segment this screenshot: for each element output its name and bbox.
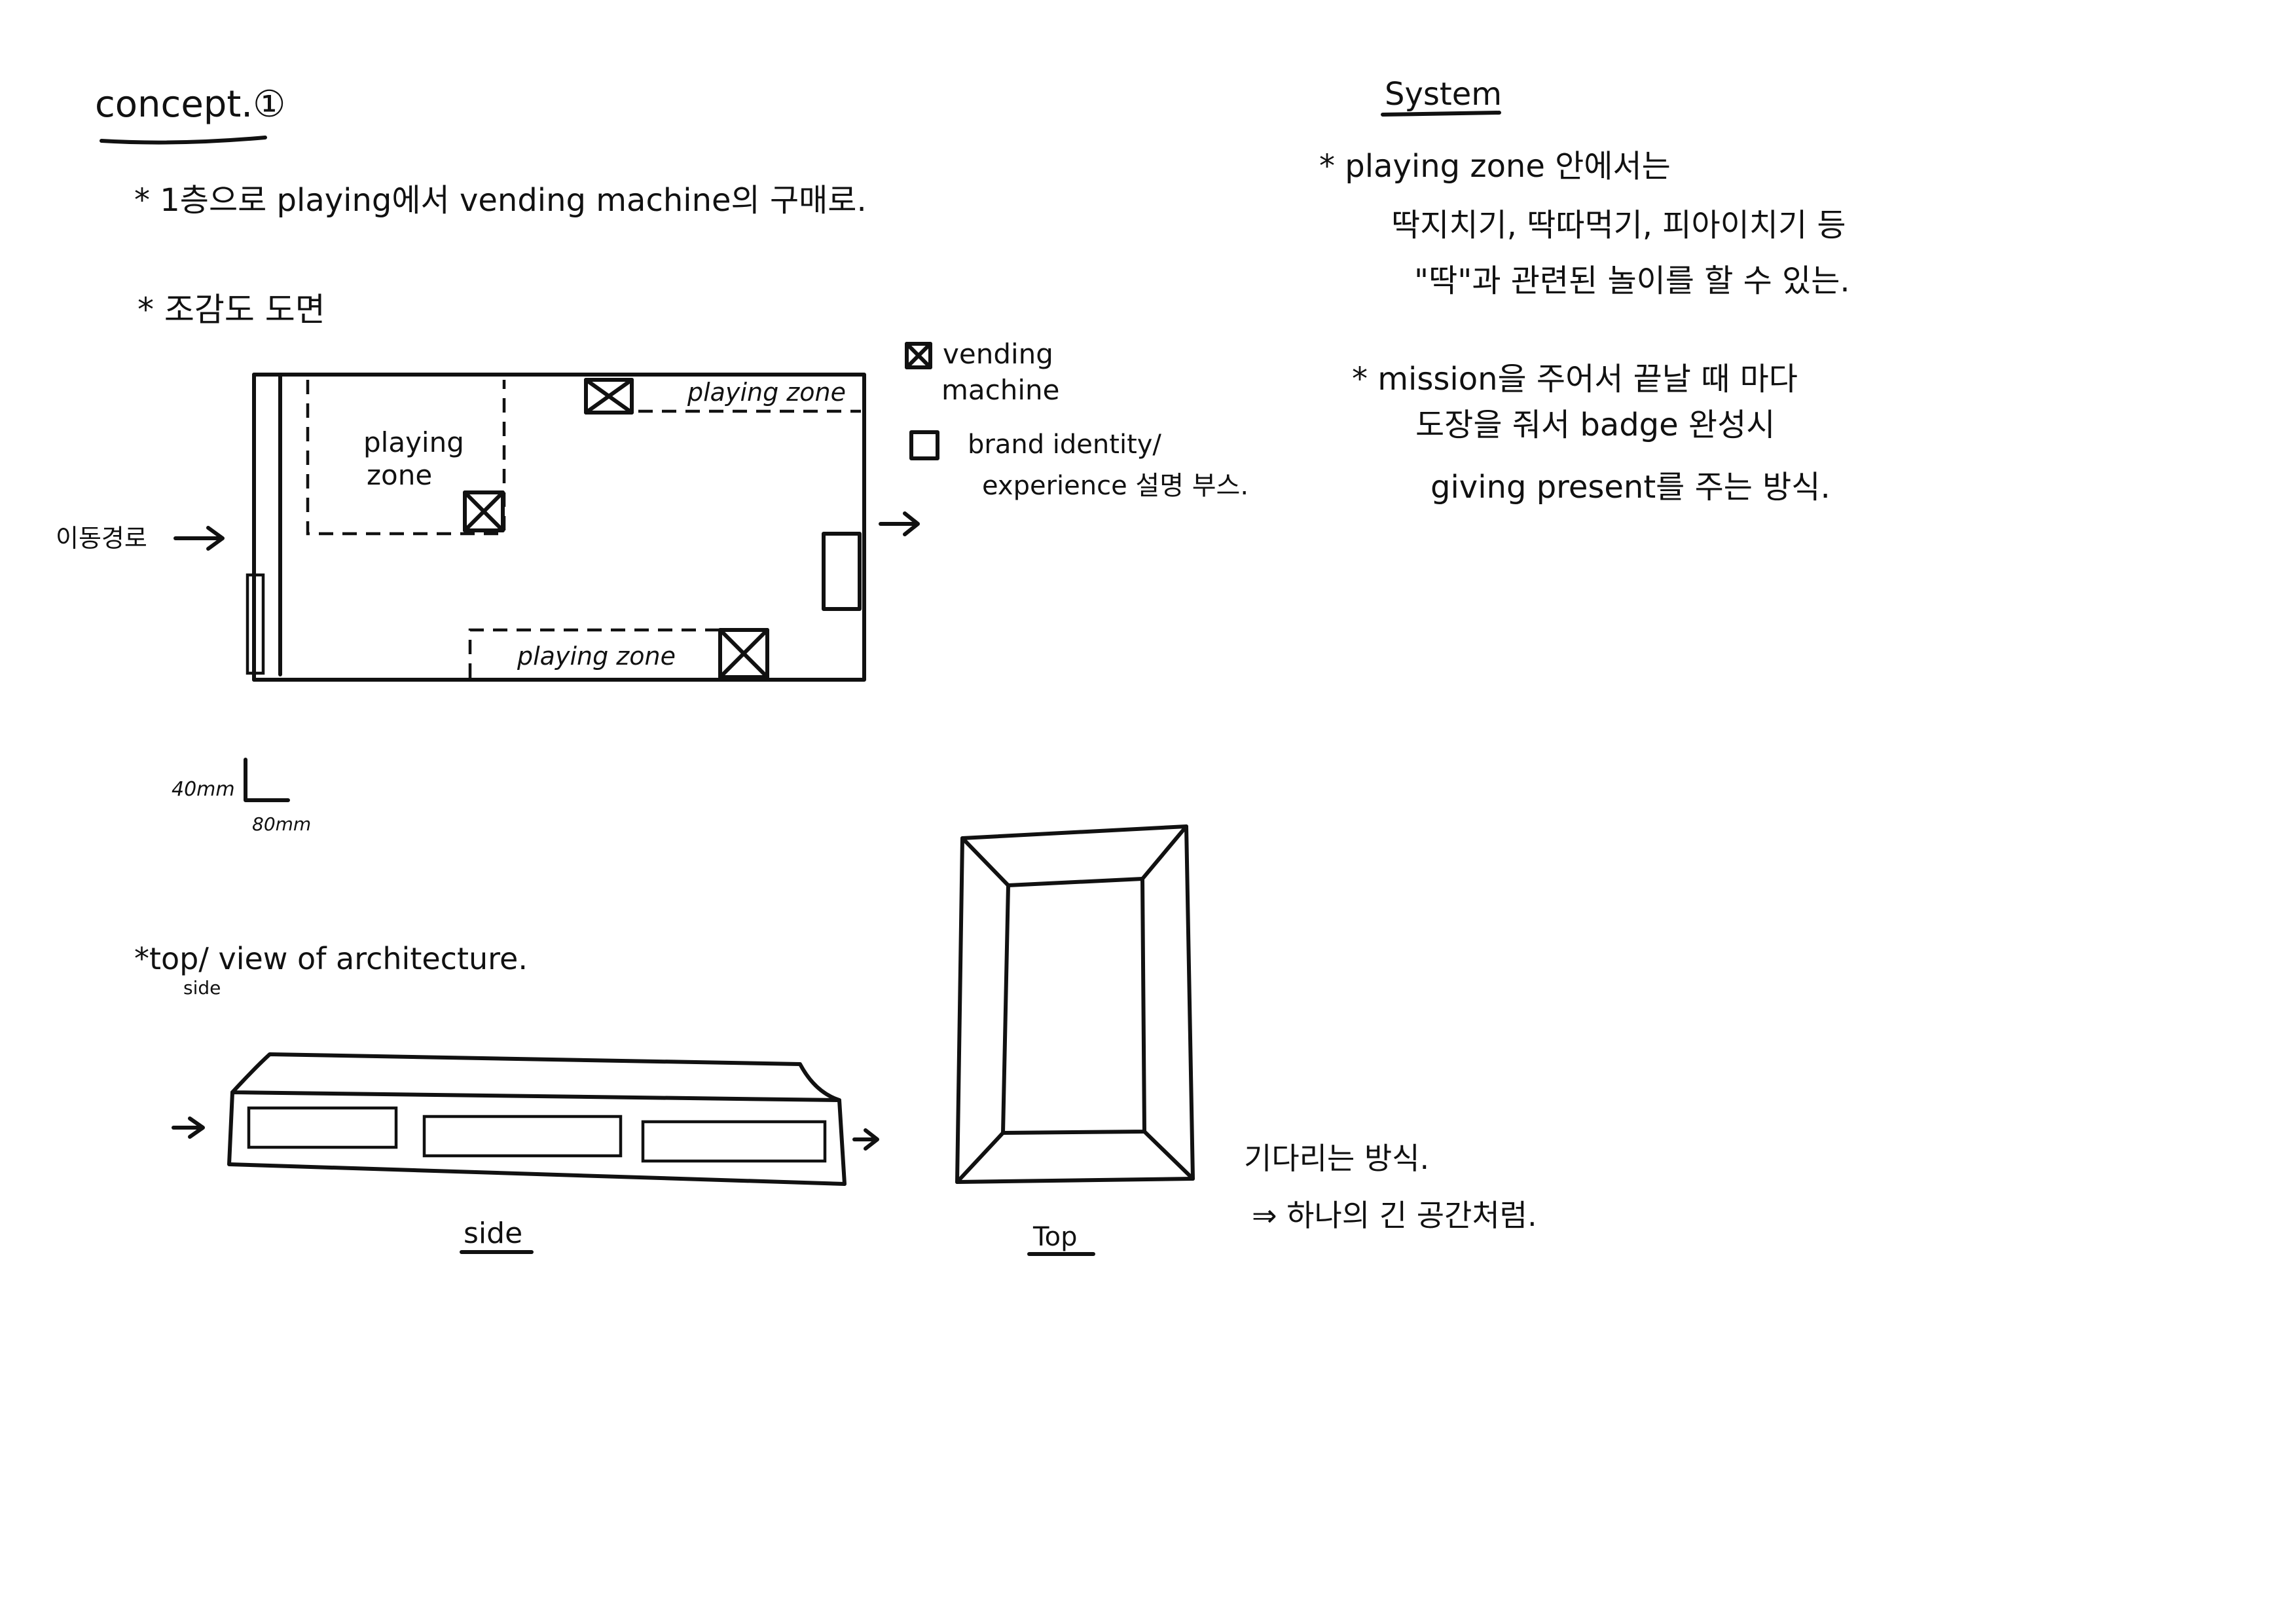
vending-machine-left <box>463 490 505 532</box>
zone-left-label-2: zone <box>367 459 432 491</box>
concept-title: concept.① <box>95 83 285 126</box>
legend-brand-line-1: brand identity/ <box>968 430 1161 460</box>
views-sub: side <box>183 977 221 999</box>
side-window-3 <box>641 1120 827 1163</box>
side-exit-arrow <box>852 1128 879 1151</box>
system-item1-line3: "딱"과 관련된 놀이를 할 수 있는. <box>1414 263 1850 299</box>
playing-zone-left-boundary <box>306 380 506 536</box>
entrance-label: 이동경로 <box>56 524 147 553</box>
title-underline <box>100 136 267 145</box>
top-label: Top <box>1032 1222 1078 1252</box>
vending-machine-bottom <box>718 628 769 679</box>
legend-brand-icon <box>909 430 939 460</box>
zone-bottom-label: playing zone <box>517 642 676 671</box>
system-title: System <box>1385 76 1502 113</box>
views-heading: *top/ view of architecture. <box>134 941 528 976</box>
zone-top-label: playing zone <box>687 378 846 407</box>
system-item2-line3: giving present를 주는 방식. <box>1430 469 1831 506</box>
side-window-2 <box>422 1115 623 1158</box>
entry-arrow <box>173 526 225 551</box>
side-view <box>227 1052 847 1186</box>
side-label: side <box>464 1217 522 1250</box>
concept-line-1: * 1층으로 playing에서 vending machine의 구매로. <box>134 182 867 219</box>
floor-plan-outline <box>252 373 866 682</box>
system-item2-line1: * mission을 주어서 끝날 때 마다 <box>1352 361 1798 397</box>
legend-vending-icon <box>905 342 932 369</box>
side-entry-arrow <box>172 1116 205 1139</box>
scale-horizontal: 80mm <box>252 813 311 835</box>
floorplan-heading: * 조감도 도면 <box>137 291 325 329</box>
note-line-1: 기다리는 방식. <box>1244 1141 1429 1176</box>
note-line-2: ⇒ 하나의 긴 공간처럼. <box>1252 1198 1537 1233</box>
entrance-door <box>246 573 265 675</box>
system-item2-line2: 도장을 줘서 badge 완성시 <box>1415 407 1775 443</box>
legend-vending-label-2: machine <box>941 374 1060 406</box>
legend-vending-label-1: vending <box>943 338 1053 370</box>
zone-left-label-1: playing <box>363 426 464 458</box>
brand-booth <box>822 532 862 611</box>
exit-arrow <box>879 511 920 536</box>
system-title-underline <box>1381 111 1501 117</box>
scale-mark <box>244 758 290 802</box>
playing-zone-bottom-boundary <box>468 628 720 678</box>
system-item1-line1: * playing zone 안에서는 <box>1319 148 1671 185</box>
floor-plan: playing zone playing zone playing zone <box>246 373 866 682</box>
system-item1-line2: 딱지치기, 딱따먹기, 피아이치기 등 <box>1391 207 1846 244</box>
scale-vertical: 40mm <box>172 778 235 801</box>
legend-brand-line-2: experience 설명 부스. <box>982 471 1248 501</box>
vending-machine-top <box>584 378 634 415</box>
side-window-1 <box>247 1106 398 1149</box>
legend-vending <box>905 342 932 369</box>
top-view <box>955 824 1195 1184</box>
